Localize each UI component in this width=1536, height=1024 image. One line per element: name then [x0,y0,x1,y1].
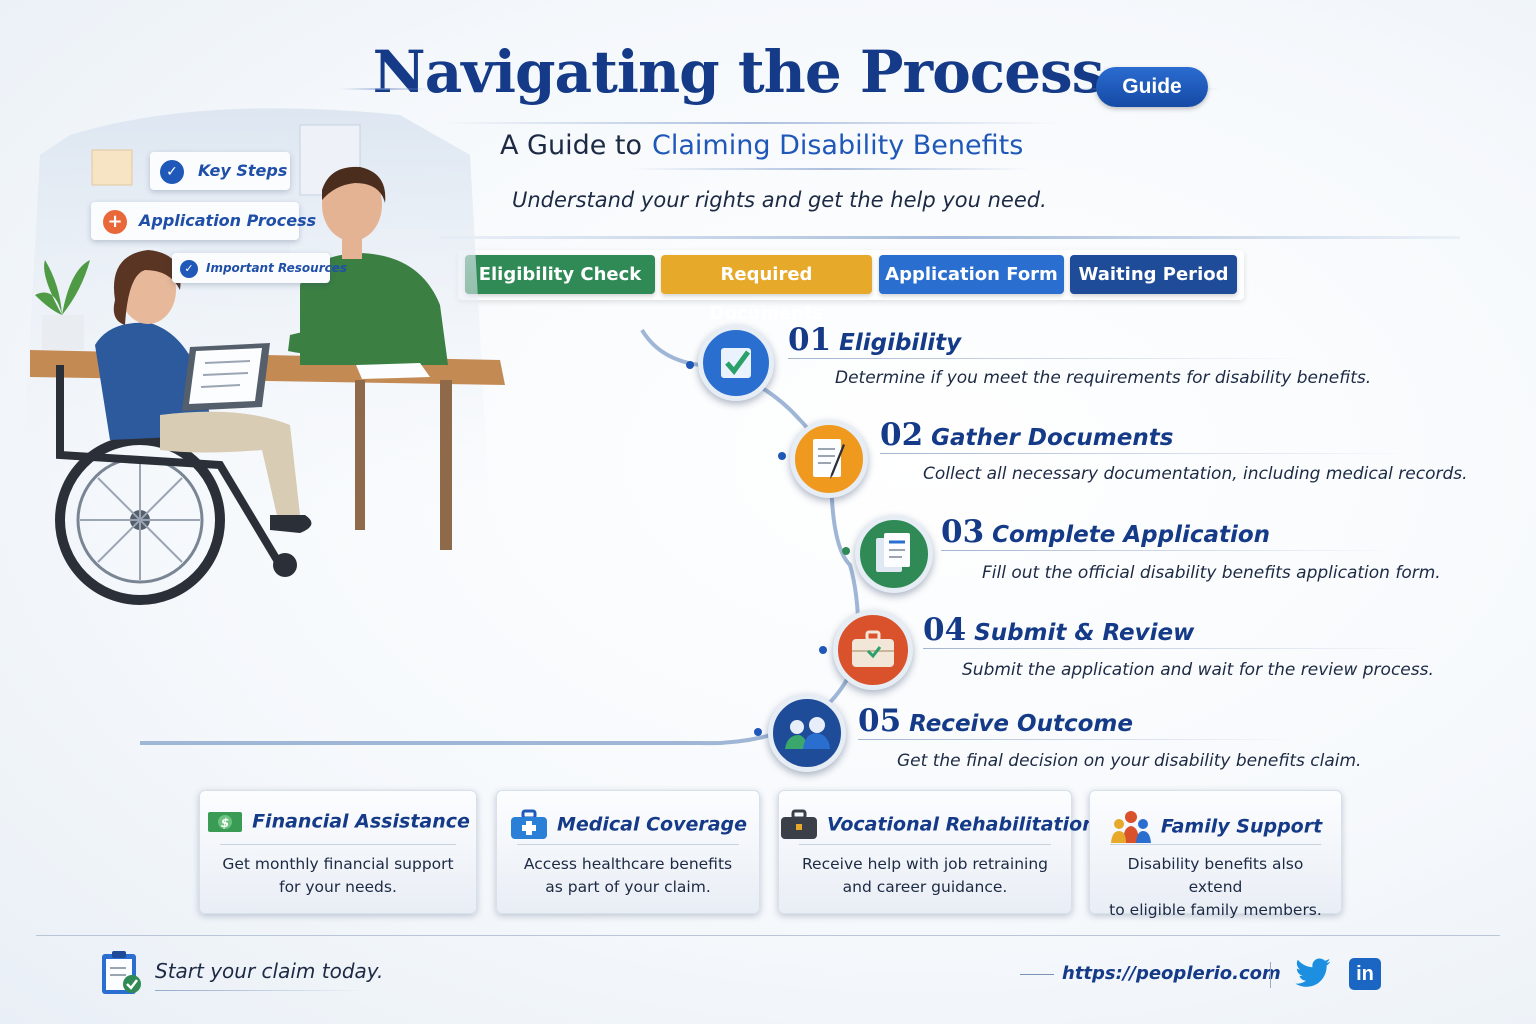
family-icon [1110,811,1151,843]
document-pen-icon [813,439,845,479]
medical-kit-icon [510,809,547,839]
step-02-rule [880,453,1410,454]
step-02-icon [790,420,868,498]
step-01-rule [788,358,1308,359]
step-05-desc: Get the final decision on your disabilit… [897,751,1362,771]
label-application-process: +Application Process [91,202,316,240]
card-divider [799,844,1051,845]
guide-badge[interactable]: Guide [1096,67,1208,107]
step-05-rule [858,739,1298,740]
card-divider [220,844,456,845]
step-04-icon [833,610,913,690]
subtitle: A Guide to Claiming Disability Benefits [500,130,1023,161]
label-key-steps: ✓Key Steps [150,152,290,190]
tab-application-form[interactable]: Application Form [879,255,1064,294]
step-02-desc: Collect all necessary documentation, inc… [923,464,1468,484]
clipboard-check-icon [102,951,141,994]
footer-divider [36,935,1500,936]
card-vocational-rehabilitation[interactable]: Vocational Rehabilitation Receive help w… [778,790,1096,914]
subtitle-highlight: Claiming Disability Benefits [652,130,1024,161]
card-title: Vocational Rehabilitation [779,809,1096,841]
step-04-desc: Submit the application and wait for the … [962,660,1434,680]
checkbox-icon [721,348,751,378]
step-03-icon [855,515,933,593]
card-family-support[interactable]: Family Support Disability benefits also … [1089,790,1342,919]
step-04-rule [923,648,1423,649]
label-important-resources: ✓Important Resources [172,253,347,283]
plus-icon: + [103,209,127,234]
tagline: Understand your rights and get the help … [512,188,1047,212]
people-icon [785,717,830,749]
step-01-icon [698,325,774,401]
footer-separator [1270,962,1271,988]
tab-eligibility-check[interactable]: Eligibility Check [465,255,655,294]
cta-underline [155,990,365,991]
card-financial-assistance[interactable]: $Financial Assistance Get monthly financ… [199,790,477,914]
url-rule [1020,974,1054,975]
briefcase-icon [781,809,817,839]
subtitle-rule-top [440,122,1060,124]
card-title: Family Support [1090,809,1341,845]
tab-required-documents[interactable]: Required Documents [661,255,872,324]
card-title: $Financial Assistance [200,809,476,835]
card-medical-coverage[interactable]: Medical Coverage Access healthcare benef… [496,790,760,914]
subtitle-rule-bottom [630,168,1030,170]
check-icon: ✓ [180,259,198,278]
title-rule-left [340,88,430,90]
briefcase-icon [852,630,894,667]
cta-text[interactable]: Start your claim today. [155,959,384,983]
money-icon: $ [208,812,243,832]
linkedin-icon[interactable]: in [1349,958,1381,990]
website-link[interactable]: https://peoplerio.com [1062,963,1281,984]
svg-text:$: $ [221,816,229,830]
card-divider [1110,844,1321,845]
page-title: Navigating the Process [372,38,1105,106]
step-03-rule [941,550,1391,551]
card-title: Medical Coverage [497,809,759,841]
step-03-desc: Fill out the official disability benefit… [982,563,1441,583]
step-01-desc: Determine if you meet the requirements f… [835,368,1372,388]
twitter-icon[interactable] [1294,958,1332,990]
subtitle-prefix: A Guide to [500,130,643,161]
header-divider [440,236,1460,239]
tab-waiting-period[interactable]: Waiting Period [1070,255,1237,294]
card-divider [517,844,739,845]
check-icon: ✓ [160,159,184,184]
step-05-icon [768,694,846,772]
forms-icon [876,533,910,572]
